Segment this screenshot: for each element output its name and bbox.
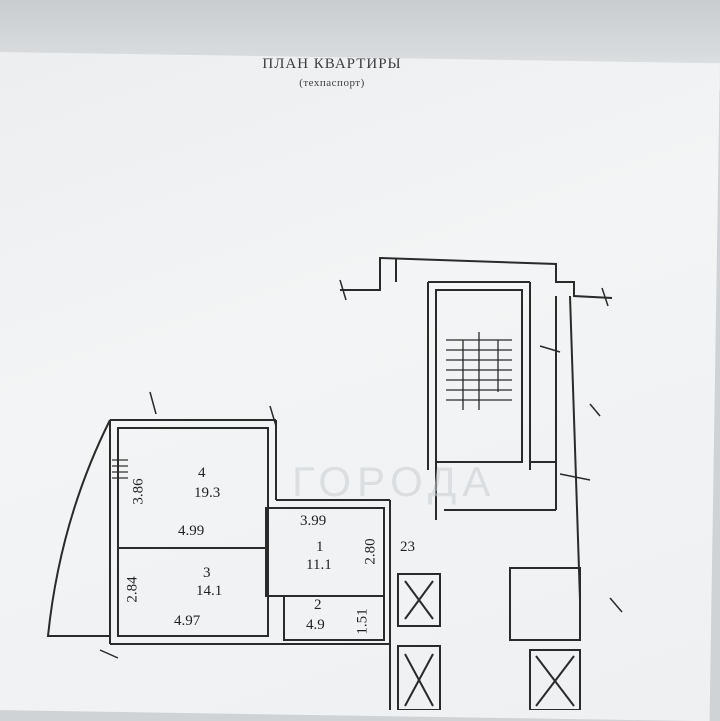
room-1-width: 3.99 xyxy=(300,513,327,529)
room-3-area: 14.1 xyxy=(196,583,223,599)
watermark: ГОРОДА xyxy=(292,458,497,505)
room-1-depth: 2.80 xyxy=(362,538,379,565)
room-2-depth: 1.51 xyxy=(354,608,371,635)
plan-title: ПЛАН КВАРТИРЫ xyxy=(262,56,402,72)
room-2-area: 4.9 xyxy=(306,617,325,633)
room-4-depth: 3.86 xyxy=(130,478,147,505)
room-3-walls xyxy=(117,547,269,637)
plan-subtitle: (техпаспорт) xyxy=(299,77,365,89)
room-3-depth: 2.84 xyxy=(124,576,141,603)
room-4-area: 19.3 xyxy=(194,485,221,501)
room-3-width: 4.97 xyxy=(174,613,201,629)
room-3-number: 3 xyxy=(203,565,211,581)
room-2-number: 2 xyxy=(314,597,322,613)
room-4-number: 4 xyxy=(198,465,206,481)
room-4-width: 4.99 xyxy=(178,523,205,539)
room-1-number: 1 xyxy=(316,539,324,555)
room-2-walls xyxy=(283,595,385,641)
room-1-area: 11.1 xyxy=(306,557,332,573)
area-label-23: 23 xyxy=(400,539,415,555)
